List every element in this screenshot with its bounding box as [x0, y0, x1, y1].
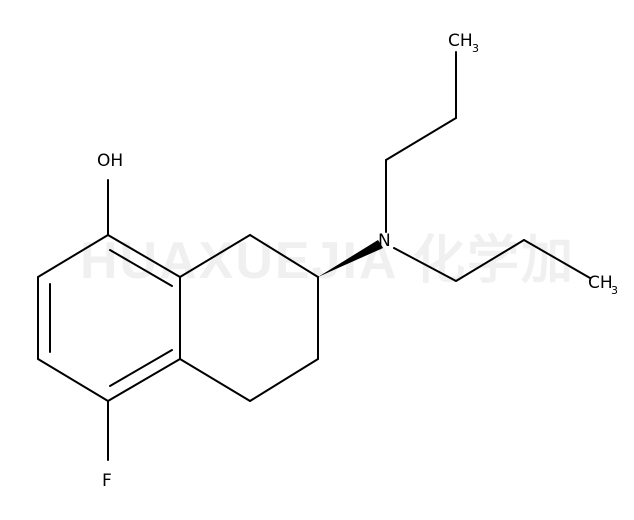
bond-c7-c8 — [37, 234, 109, 278]
bond-chain1-c1-c2 — [385, 117, 457, 161]
hydroxyl-label: OH — [97, 151, 123, 171]
bond-c5-c6 — [37, 358, 109, 402]
bond-c8-c8a-inner — [109, 249, 173, 287]
methyl-top-subscript: 3 — [472, 42, 479, 55]
bond-n-chain2-c1 — [393, 247, 457, 282]
bond-chain2-c2-c3 — [523, 239, 591, 279]
bond-c8a-c1 — [179, 234, 251, 278]
methyl-top-label: CH — [448, 31, 473, 51]
methyl-right-subscript: 3 — [611, 284, 618, 297]
bond-c1-c2 — [249, 234, 319, 278]
fluorine-label: F — [102, 471, 112, 491]
methyl-right-label: CH — [588, 273, 613, 293]
nitrogen-label: N — [378, 231, 391, 251]
bond-c4-c4a — [179, 358, 251, 402]
bond-c8-c8a — [107, 234, 181, 278]
wedge-bond-c2-n — [318, 240, 383, 277]
bond-c4a-c5 — [107, 358, 181, 402]
bond-c3-c4 — [249, 358, 319, 402]
bond-chain2-c1-c2 — [455, 239, 525, 282]
bond-c4a-c5-inner — [109, 349, 173, 387]
